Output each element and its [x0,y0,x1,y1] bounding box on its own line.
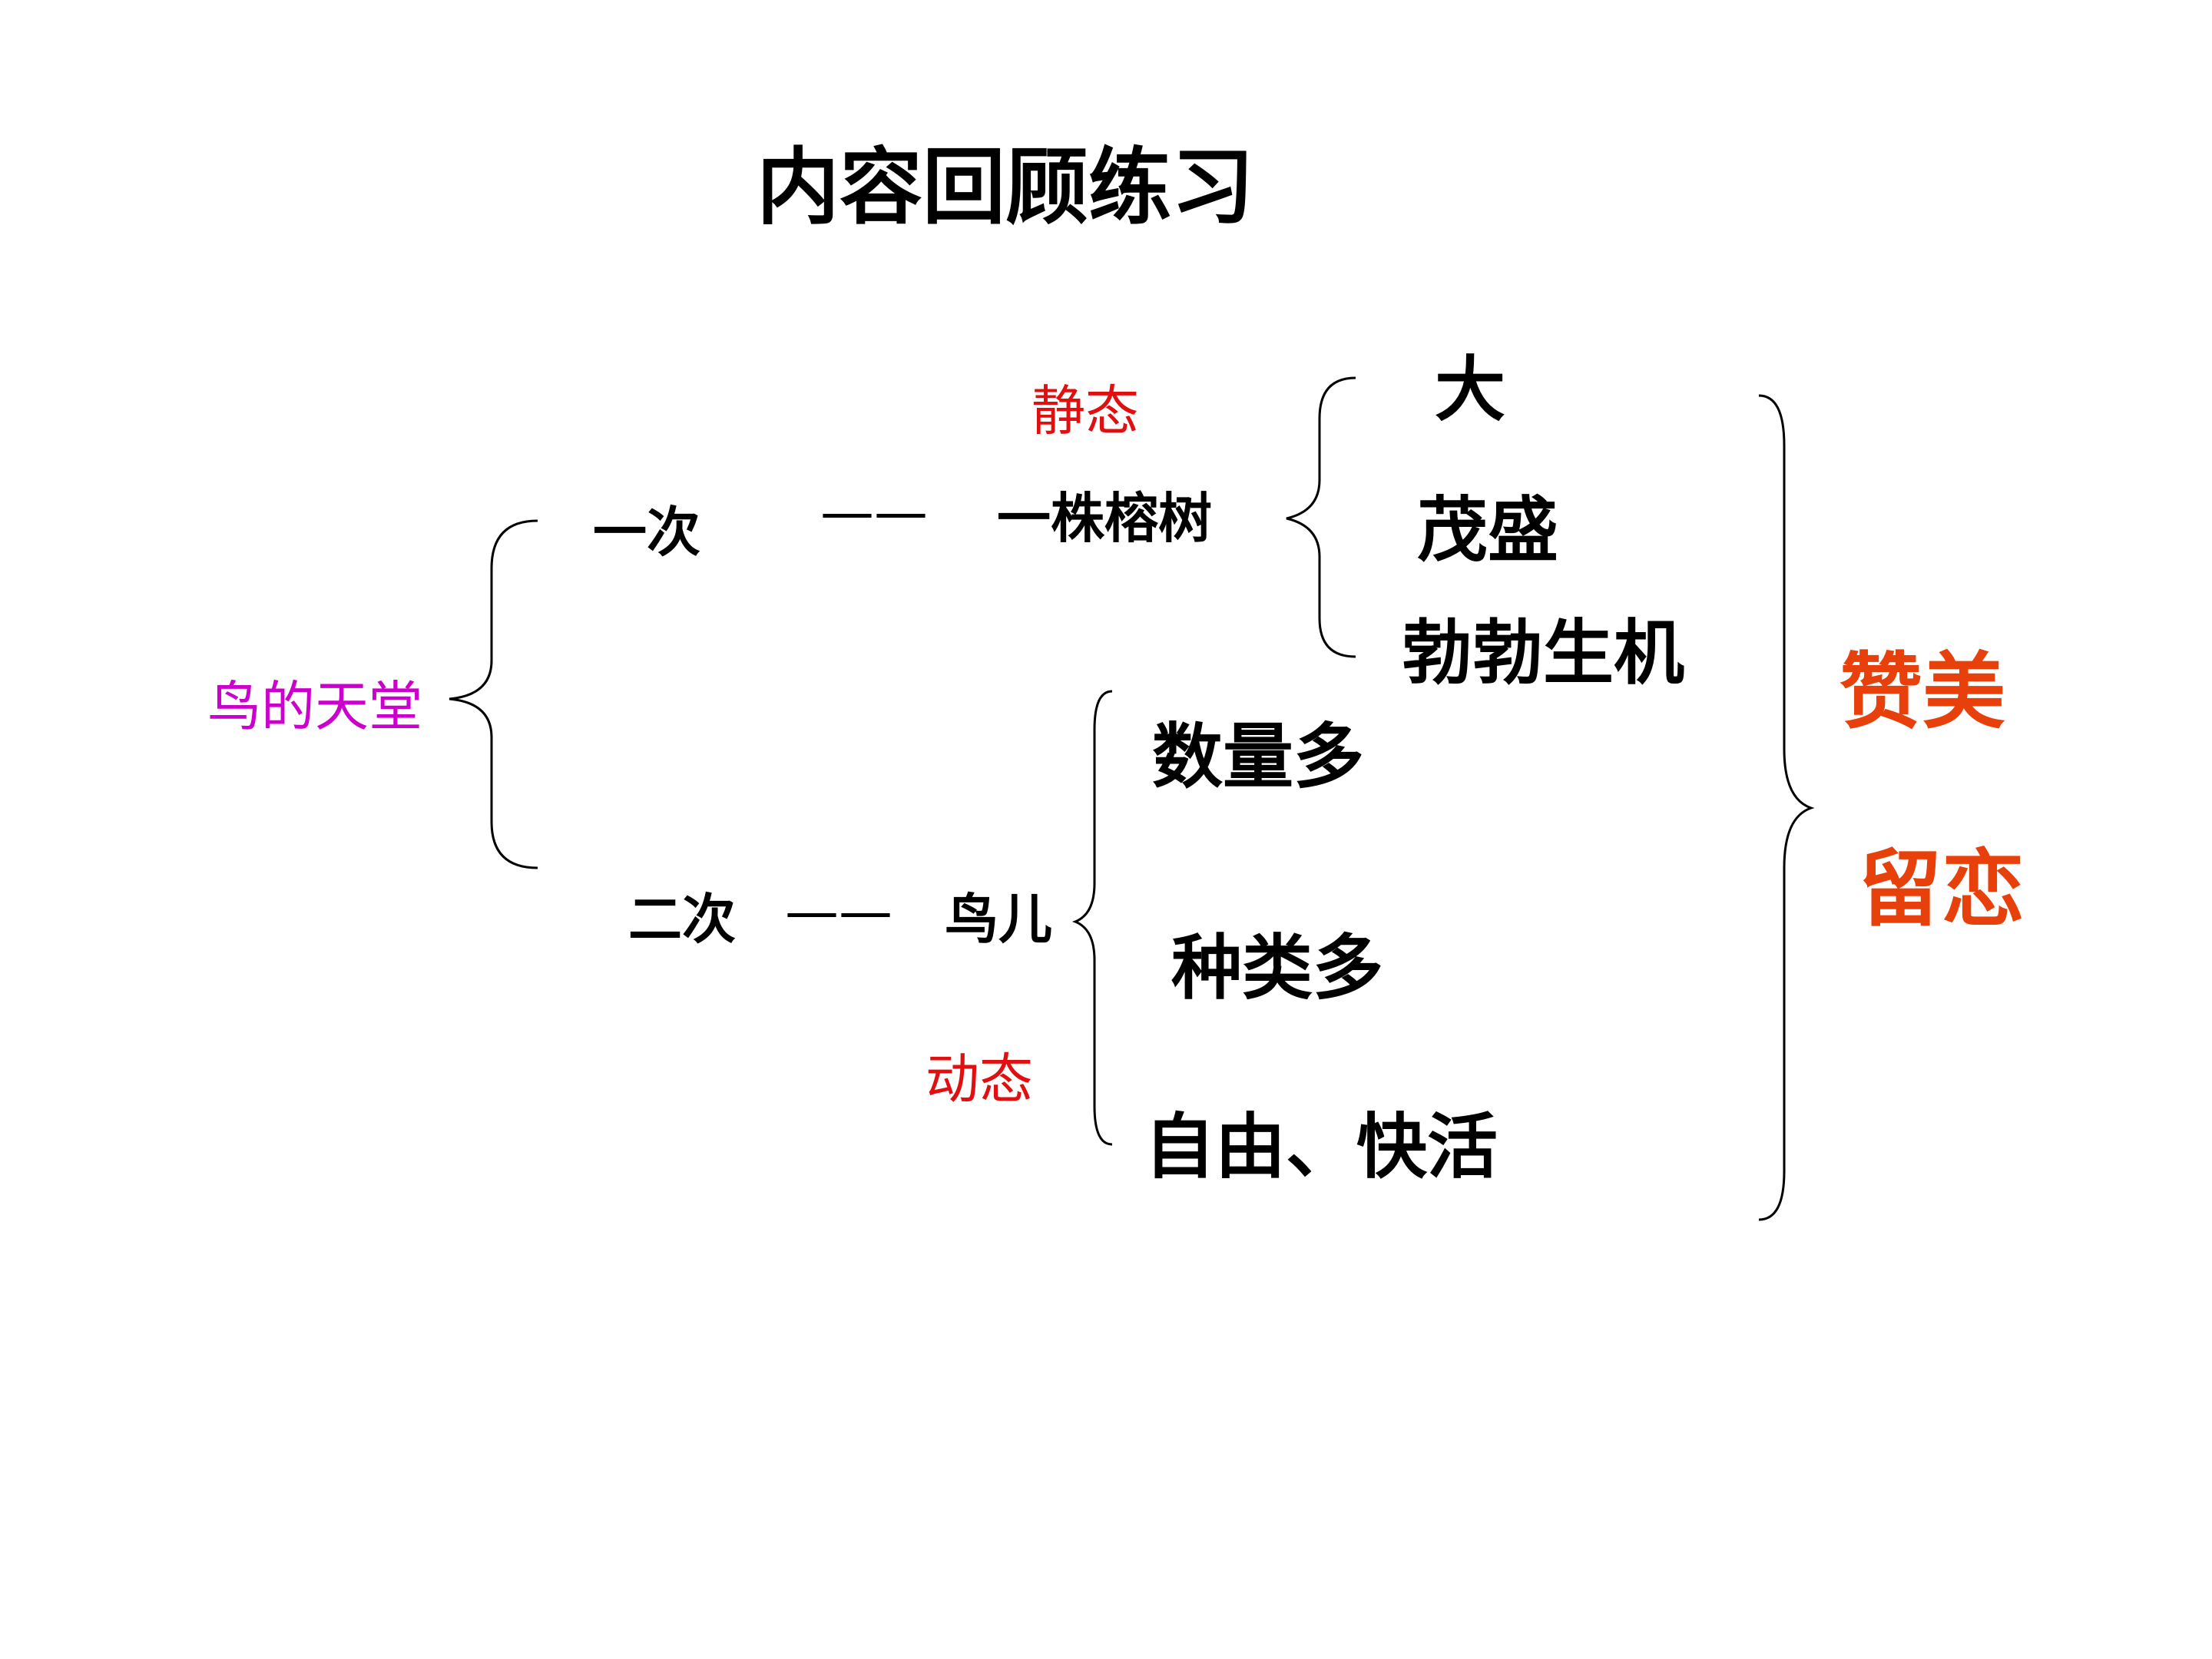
conclusion-brace [1758,394,1815,1221]
branch-2-time: 二次 [628,887,736,951]
branch-2-state: 动态 [926,1048,1033,1111]
conclusion-word-2: 留恋 [1859,842,2025,938]
branch-1-subject: 一株榕树 [997,486,1212,550]
banyan-trait-2: 茂盛 [1417,489,1559,571]
branch-2-dash: —— [785,880,892,943]
conclusion-word-1: 赞美 [1839,644,2006,740]
root-topic: 鸟的天堂 [207,675,422,738]
branch-1-dash: —— [820,481,928,544]
branch-1-state: 静态 [1031,379,1139,442]
birds-brace [1071,690,1113,1146]
banyan-trait-1: 大 [1435,349,1506,431]
branch-2-subject: 鸟儿 [945,887,1052,951]
birds-trait-1: 数量多 [1152,716,1365,798]
birds-trait-2: 种类多 [1171,927,1384,1009]
banyan-brace [1286,376,1356,658]
branch-1-time: 一次 [593,500,700,564]
root-brace [449,519,538,869]
banyan-trait-3: 勃勃生机 [1402,612,1685,694]
page-title: 内容回顾练习 [757,139,1255,236]
birds-trait-3: 自由、快活 [1144,1106,1498,1188]
